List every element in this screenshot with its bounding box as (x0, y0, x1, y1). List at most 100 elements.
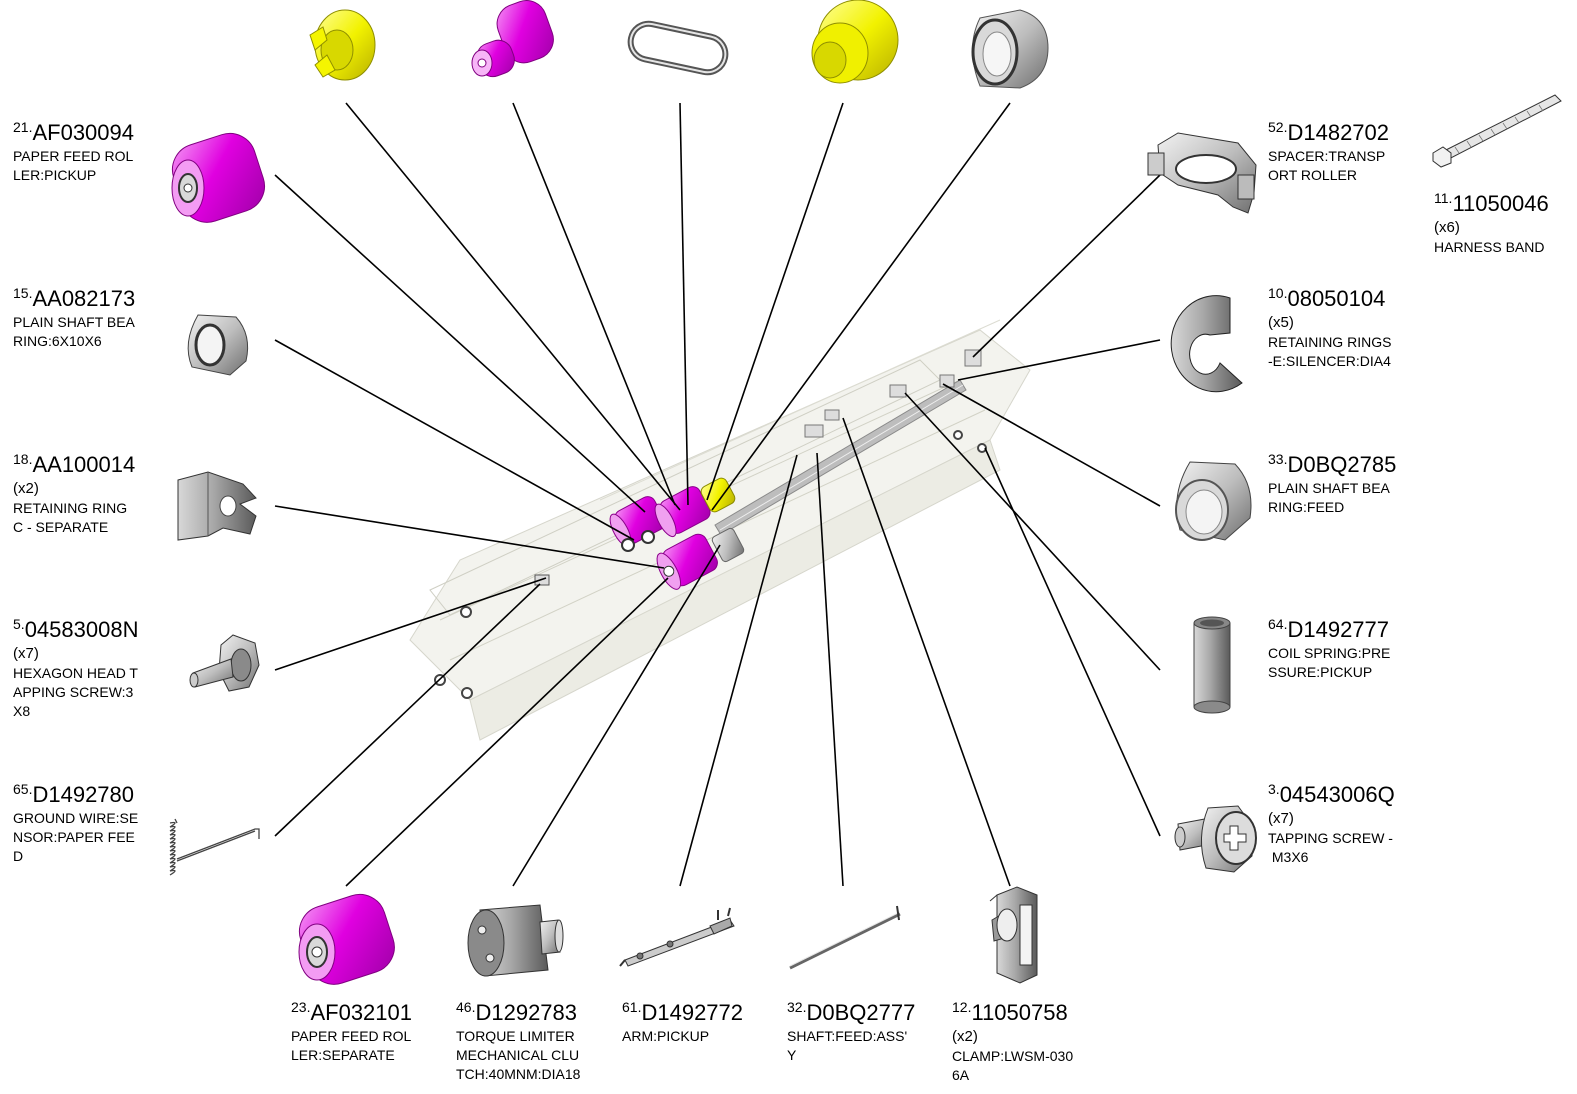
part-code: AF030094 (32, 120, 134, 145)
part-number: 32.D0BQ2777 (787, 999, 916, 1025)
leader-10 (957, 339, 1161, 381)
leader-top-4 (706, 102, 844, 501)
part-number: 61.D1492772 (622, 999, 743, 1024)
part-index: 61. (622, 999, 642, 1015)
leader-15 (274, 339, 635, 541)
part-index: 46. (456, 999, 476, 1015)
part-index: 18. (13, 451, 33, 467)
part-number: 33.D0BQ2785 (1268, 451, 1397, 477)
part-code: D1492780 (32, 782, 135, 807)
part-index: 64. (1268, 616, 1288, 632)
part-number: 65.D1492780 (13, 781, 138, 807)
description-line: 6A (952, 1067, 970, 1083)
rubber-band-loop-icon (627, 20, 729, 76)
part-index: 15. (13, 285, 33, 301)
leader-top-1 (345, 102, 681, 511)
part-code: 11050758 (971, 1000, 1068, 1025)
grey-bushing-icon (971, 9, 1049, 89)
part-description: PLAIN SHAFT BEA RING:FEED (1268, 479, 1396, 517)
part-number: 18.AA100014 (13, 451, 136, 477)
part-index: 3. (1268, 781, 1280, 797)
description-line: C - SEPARATE (13, 519, 109, 535)
part-quantity: (x6) (1434, 219, 1460, 236)
description-line: NSOR:PAPER FEE (13, 829, 135, 845)
part-code: 08050104 (1287, 286, 1386, 311)
e-ring-icon (1170, 295, 1243, 393)
leader-lines (274, 102, 1161, 887)
magenta-roller-icon (298, 894, 395, 985)
description-line: PLAIN SHAFT BEA (1268, 480, 1390, 496)
tapping-screw-icon (1174, 805, 1257, 873)
description-line: LER:SEPARATE (291, 1047, 395, 1063)
leader-21 (274, 174, 646, 513)
description-line: SPACER:TRANSP (1268, 148, 1386, 164)
description-line: MECHANICAL CLU (456, 1047, 580, 1063)
part-number: 12.11050758 (952, 999, 1073, 1025)
description-line: RETAINING RINGS (1268, 334, 1392, 350)
leader-12 (842, 417, 1011, 887)
part-number: 11.11050046 (1434, 191, 1549, 215)
spring-wire-icon (169, 818, 260, 876)
part-number: 23.AF032101 (291, 1000, 412, 1025)
part-code: D0BQ2785 (1287, 452, 1397, 477)
part-index: 10. (1268, 285, 1288, 301)
part-code: AA100014 (32, 452, 136, 477)
part-label-11050046: 11.11050046(x6)HARNESS BAND (1434, 191, 1549, 257)
part-description: TAPPING SCREW - M3X6 (1268, 829, 1395, 867)
yellow-stepped-pulley-icon (811, 0, 899, 84)
part-code: 04543006Q (1279, 782, 1395, 807)
bearing-icon (187, 314, 249, 376)
description-line: HEXAGON HEAD T (13, 665, 138, 681)
part-index: 5. (13, 616, 25, 632)
part-label-aa100014: 18.AA100014 (x2) RETAINING RING C - SEPARAT… (13, 451, 136, 537)
feed-unit-assembly (409, 319, 1031, 741)
spacer-icon (1147, 132, 1257, 214)
part-number: 52.D1482702 (1268, 119, 1390, 145)
part-description: ARM:PICKUP (622, 1027, 743, 1046)
part-code: D1292783 (475, 1000, 578, 1025)
description-line: PAPER FEED ROL (291, 1028, 412, 1044)
description-line: RETAINING RING (13, 500, 128, 516)
part-index: 21. (13, 119, 33, 135)
part-index: 12. (952, 999, 972, 1015)
part-index: 65. (13, 781, 33, 797)
part-index: 32. (787, 999, 807, 1015)
magenta-roller-icon (171, 132, 265, 223)
part-code: D1482702 (1287, 120, 1390, 145)
leader-5 (274, 577, 547, 671)
description-line: RING:FEED (1268, 499, 1345, 515)
description-line: X8 (13, 703, 31, 719)
description-line: TORQUE LIMITER (456, 1028, 575, 1044)
part-description: TORQUE LIMITER MECHANICAL CLU TCH:40MNM:DI… (456, 1027, 580, 1084)
part-quantity: (x2) (13, 480, 39, 497)
torque-limiter-icon (467, 904, 564, 977)
part-description: CLAMP:LWSM-030 6A (952, 1047, 1073, 1085)
magenta-stepped-roller-icon (471, 0, 554, 78)
part-label-04543006q: 3.04543006Q(x7)TAPPING SCREW - M3X6 (1268, 781, 1395, 867)
description-line: CLAMP:LWSM-030 (952, 1048, 1074, 1064)
part-index: 33. (1268, 451, 1288, 467)
part-description: PAPER FEED ROL LER:SEPARATE (291, 1027, 412, 1065)
description-line: PAPER FEED ROL (13, 148, 134, 164)
part-code: 04583008N (24, 617, 139, 642)
part-code: D0BQ2777 (806, 1000, 916, 1025)
description-line: TCH:40MNM:DIA18 (456, 1066, 581, 1082)
part-code: D1492777 (1287, 617, 1390, 642)
part-description: RETAINING RING C - SEPARATE (13, 499, 135, 537)
description-line: TAPPING SCREW - (1268, 830, 1393, 846)
description-line: APPING SCREW:3 (13, 684, 134, 700)
pickup-arm-icon (619, 907, 735, 967)
part-code: AF032101 (310, 1000, 412, 1025)
part-index: 52. (1268, 119, 1288, 135)
